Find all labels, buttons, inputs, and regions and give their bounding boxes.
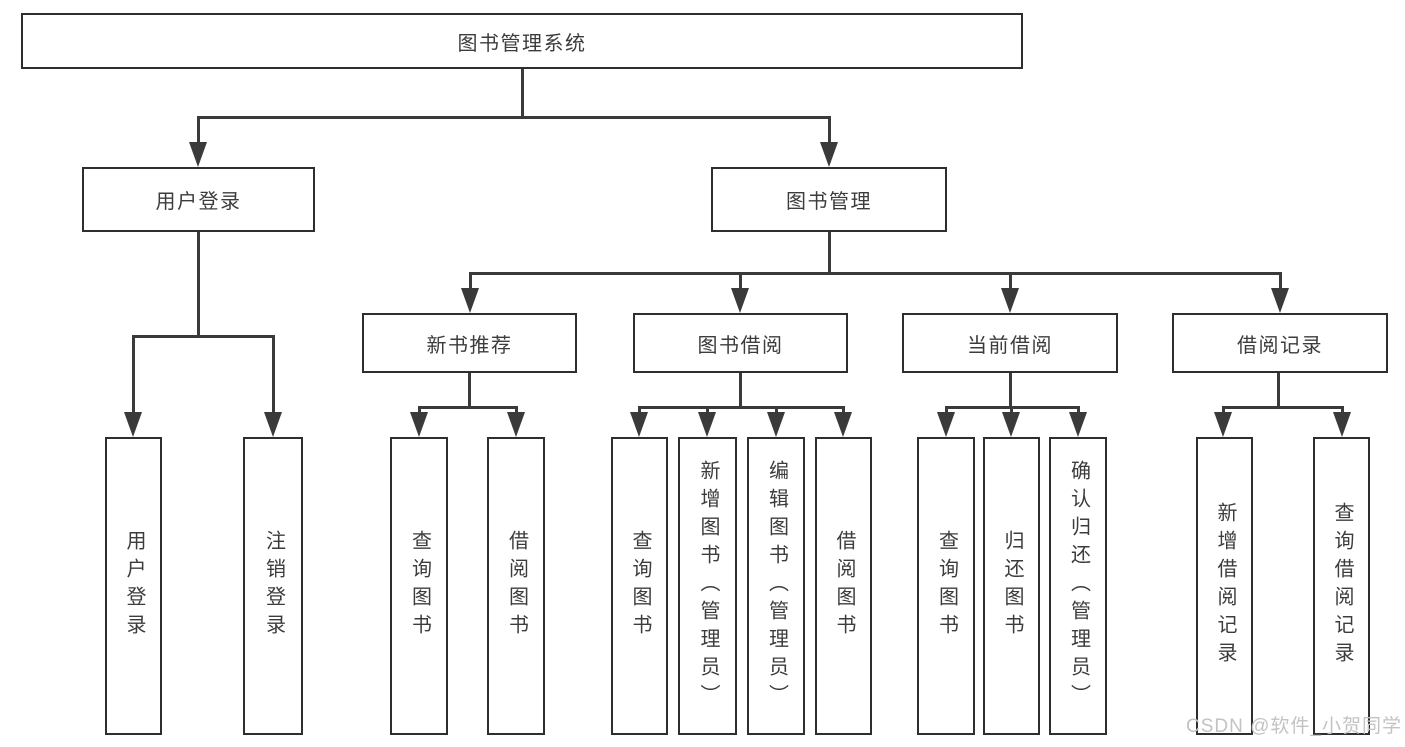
node-new-book-recommendation: 新书推荐 xyxy=(362,313,577,373)
arrow-down-icon xyxy=(630,412,648,437)
leaf-label: 查询图书 xyxy=(629,530,651,642)
connector-vline xyxy=(706,406,709,416)
leaf-label: 新增图书（管理员） xyxy=(697,460,719,712)
leaf-label: 查询图书 xyxy=(408,530,431,642)
arrow-down-icon xyxy=(1002,412,1020,437)
connector-vline xyxy=(1279,272,1282,292)
leaf-label: 借阅图书 xyxy=(505,530,528,642)
connector-vline xyxy=(828,232,831,273)
leaf-add-books-admin: 新增图书（管理员） xyxy=(678,437,737,735)
leaf-label: 查询借阅记录 xyxy=(1331,502,1353,670)
connector-vline xyxy=(1009,373,1012,407)
arrow-down-icon xyxy=(124,412,142,437)
node-current-borrowing: 当前借阅 xyxy=(902,313,1118,373)
connector-vline xyxy=(739,373,742,407)
connector-vline xyxy=(638,406,641,416)
watermark: CSDN @软件_小贺同学 xyxy=(1186,716,1402,737)
leaf-label: 注销登录 xyxy=(262,530,285,642)
leaf-query-books: 查询图书 xyxy=(390,437,448,735)
connector-vline xyxy=(1341,406,1344,416)
arrow-down-icon xyxy=(1001,288,1019,313)
leaf-return-books: 归还图书 xyxy=(983,437,1040,735)
connector-hline xyxy=(469,272,1281,275)
arrow-down-icon xyxy=(1069,412,1087,437)
connector-vline xyxy=(515,406,518,416)
connector-vline xyxy=(828,116,831,146)
connector-hline xyxy=(1222,406,1343,409)
arrow-down-icon xyxy=(820,142,838,167)
leaf-query-books: 查询图书 xyxy=(611,437,668,735)
arrow-down-icon xyxy=(767,412,785,437)
leaf-user-login: 用户登录 xyxy=(105,437,162,735)
connector-vline xyxy=(469,272,472,292)
connector-vline xyxy=(197,232,200,336)
arrow-down-icon xyxy=(1333,412,1351,437)
node-book-borrowing: 图书借阅 xyxy=(633,313,848,373)
arrow-down-icon xyxy=(189,142,207,167)
leaf-query-borrow-record: 查询借阅记录 xyxy=(1313,437,1370,735)
leaf-label: 确认归还（管理员） xyxy=(1067,460,1090,712)
leaf-label: 查询图书 xyxy=(935,530,958,642)
arrow-down-icon xyxy=(937,412,955,437)
arrow-down-icon xyxy=(834,412,852,437)
connector-vline xyxy=(272,335,275,416)
connector-vline xyxy=(418,406,421,416)
leaf-borrow-books: 借阅图书 xyxy=(487,437,545,735)
arrow-down-icon xyxy=(410,412,428,437)
connector-vline xyxy=(468,373,471,407)
leaf-label: 归还图书 xyxy=(1001,530,1023,642)
leaf-confirm-return-admin: 确认归还（管理员） xyxy=(1049,437,1107,735)
connector-vline xyxy=(1010,406,1013,416)
connector-vline xyxy=(739,272,742,292)
arrow-down-icon xyxy=(264,412,282,437)
arrow-down-icon xyxy=(507,412,525,437)
leaf-borrow-books: 借阅图书 xyxy=(815,437,872,735)
arrow-down-icon xyxy=(731,288,749,313)
node-library-management-system: 图书管理系统 xyxy=(21,13,1023,69)
connector-vline xyxy=(775,406,778,416)
connector-vline xyxy=(1222,406,1225,416)
node-user-login: 用户登录 xyxy=(82,167,315,232)
node-borrowing-records: 借阅记录 xyxy=(1172,313,1388,373)
arrow-down-icon xyxy=(1214,412,1232,437)
leaf-edit-books-admin: 编辑图书（管理员） xyxy=(747,437,805,735)
leaf-query-books: 查询图书 xyxy=(917,437,975,735)
leaf-logout: 注销登录 xyxy=(243,437,303,735)
arrow-down-icon xyxy=(698,412,716,437)
leaf-label: 借阅图书 xyxy=(833,530,855,642)
connector-vline xyxy=(1277,373,1280,407)
connector-vline xyxy=(1009,272,1012,292)
connector-vline xyxy=(521,69,524,117)
connector-hline xyxy=(418,406,517,409)
arrow-down-icon xyxy=(461,288,479,313)
leaf-label: 新增借阅记录 xyxy=(1214,502,1236,670)
connector-hline xyxy=(638,406,844,409)
connector-vline xyxy=(1077,406,1080,416)
connector-hline xyxy=(132,335,274,338)
leaf-add-borrow-record: 新增借阅记录 xyxy=(1196,437,1253,735)
connector-vline xyxy=(197,116,200,146)
leaf-label: 用户登录 xyxy=(123,530,145,642)
connector-hline xyxy=(197,116,830,119)
connector-vline xyxy=(132,335,135,416)
connector-vline xyxy=(945,406,948,416)
node-book-management: 图书管理 xyxy=(711,167,947,232)
leaf-label: 编辑图书（管理员） xyxy=(765,460,788,712)
arrow-down-icon xyxy=(1271,288,1289,313)
connector-vline xyxy=(842,406,845,416)
